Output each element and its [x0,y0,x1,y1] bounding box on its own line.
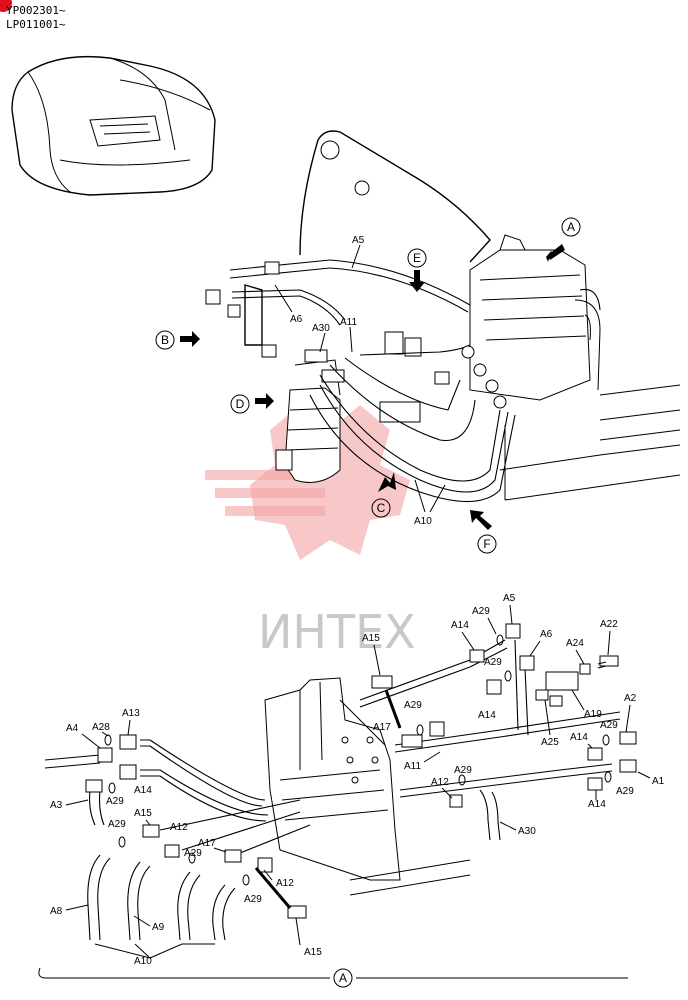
svg-text:F: F [483,537,490,551]
label-a11-top: A11 [340,317,357,328]
top-callouts: A5 A6 A30 A11 A10 [274,235,446,527]
svg-text:A: A [339,971,347,985]
arrow-d-icon [255,393,274,409]
label-a29-c: A29 [184,848,202,859]
svg-text:E: E [413,251,421,265]
label-a12-a: A12 [170,822,188,833]
arrow-a-icon [546,244,565,262]
view-marker-c: C [371,498,391,518]
label-a14-d: A14 [570,732,588,743]
label-a8: A8 [50,906,63,917]
view-marker-f: F [477,534,497,554]
svg-text:C: C [377,501,386,515]
arrow-c-icon [378,472,396,492]
svg-text:B: B [161,333,169,347]
label-a13: A13 [122,708,140,719]
label-a2: A2 [624,693,637,704]
view-marker-a-bottom: A [38,967,628,988]
label-a19: A19 [584,709,602,720]
watermark-text: ИНТЕХ [258,605,416,659]
label-a1: A1 [652,776,665,787]
label-a15-c: A15 [304,947,322,958]
label-a5-top: A5 [352,235,365,246]
label-a22: A22 [600,619,618,630]
label-a10-top: A10 [414,516,432,527]
label-a3: A3 [50,800,63,811]
label-a4: A4 [66,723,79,734]
detail-view-illustration [44,623,637,941]
label-a14-b: A14 [451,620,469,631]
serial-range-1: YP002301~ [6,4,66,17]
svg-text:D: D [236,397,245,411]
arrow-f-icon [470,510,492,530]
serial-range-2: LP011001~ [6,18,66,31]
view-marker-e: E [407,248,427,268]
view-marker-a-top: A [561,217,581,237]
arrow-e-icon [409,270,425,292]
label-a29-j: A29 [616,786,634,797]
label-a29-b: A29 [108,819,126,830]
label-a14-e: A14 [588,799,606,810]
view-marker-b: B [155,330,175,350]
main-assembly-illustration [205,130,681,503]
label-a29-g: A29 [472,606,490,617]
label-a29-f: A29 [454,765,472,776]
corner-mark-icon [0,0,12,12]
label-a29-i: A29 [600,720,618,731]
label-a6: A6 [540,629,553,640]
label-a25: A25 [541,737,559,748]
machine-overview-illustration [11,55,216,196]
label-a29-d: A29 [244,894,262,905]
label-a10: A10 [134,956,152,967]
label-a30: A30 [518,826,536,837]
label-a12-b: A12 [276,878,294,889]
label-a17-b: A17 [198,838,216,849]
label-a11: A11 [404,761,421,772]
label-a28: A28 [92,722,110,733]
label-a9: A9 [152,922,165,933]
svg-text:A: A [567,220,575,234]
label-a29-h: A29 [484,657,502,668]
label-a29-a: A29 [106,796,124,807]
label-a6-top: A6 [290,314,303,325]
arrow-b-icon [180,331,200,347]
label-a15-b: A15 [134,808,152,819]
view-marker-d: D [230,394,250,414]
label-a17-a: A17 [373,722,391,733]
label-a15-a: A15 [362,633,380,644]
view-arrows [180,244,565,530]
detail-callouts: A1 A2 A3 A4 A5 A6 A8 A9 A10 A11 A12 A12 … [50,593,665,967]
label-a5: A5 [503,593,516,604]
label-a29-e: A29 [404,700,422,711]
label-a30-top: A30 [312,323,330,334]
label-a12-c: A12 [431,777,449,788]
label-a24: A24 [566,638,584,649]
label-a14-a: A14 [134,785,152,796]
label-a14-c: A14 [478,710,496,721]
